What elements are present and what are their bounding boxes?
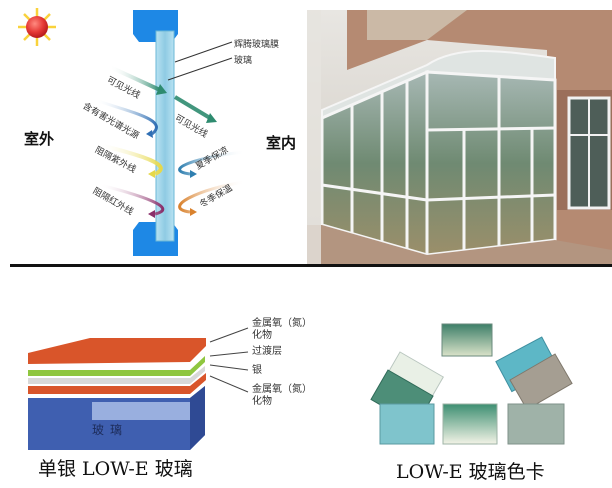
layer-label-silver: 银 xyxy=(252,365,262,376)
outdoor-label: 室外 xyxy=(24,130,55,148)
layer-stack-diagram: 玻璃 金属氧（氮） 化物 过渡层 银 金属氧（氮） 化物 单银 LOW-E 玻璃 xyxy=(0,290,320,488)
glass-layer-label: 玻璃 xyxy=(92,423,129,437)
film-pointer-label: 辉腾玻璃膜 xyxy=(234,40,280,50)
sunroom-photo xyxy=(307,10,612,264)
swatch-caption: LOW-E 玻璃色卡 xyxy=(396,461,545,483)
color-swatch-card: LOW-E 玻璃色卡 xyxy=(330,290,612,488)
glass-pointer-label: 玻璃 xyxy=(234,56,253,66)
layer-label-top-oxide: 金属氧（氮） 化物 xyxy=(252,318,312,341)
layer-label-bottom-oxide: 金属氧（氮） 化物 xyxy=(252,384,312,407)
layer-label-transition: 过渡层 xyxy=(252,346,282,357)
transmission-diagram-graphic xyxy=(18,8,246,256)
layer-stack-graphic xyxy=(28,327,249,450)
swatch-graphic xyxy=(370,323,573,445)
section-divider xyxy=(10,264,612,267)
sunroom-illustration xyxy=(307,10,612,264)
indoor-label: 室内 xyxy=(266,134,297,152)
sun-icon xyxy=(18,8,56,46)
single-silver-caption: 单银 LOW-E 玻璃 xyxy=(38,458,193,480)
transmission-diagram: 辉腾玻璃膜 玻璃 室外 室内 可见光线 含有害光谱光源 阻隔紫外线 阻隔红外线 … xyxy=(0,0,305,264)
